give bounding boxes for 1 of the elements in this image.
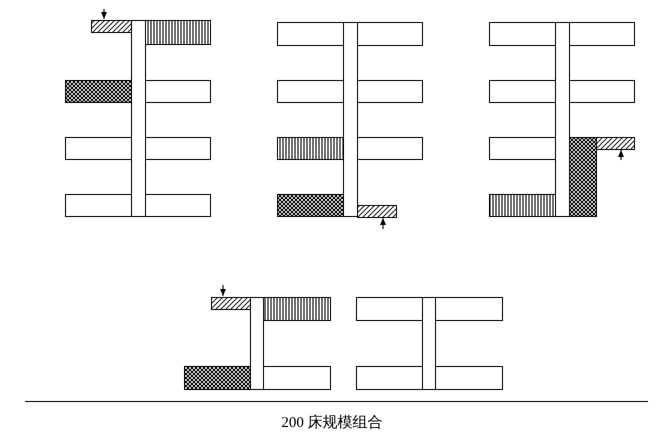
caption: 200 床规模组合 bbox=[281, 414, 383, 433]
